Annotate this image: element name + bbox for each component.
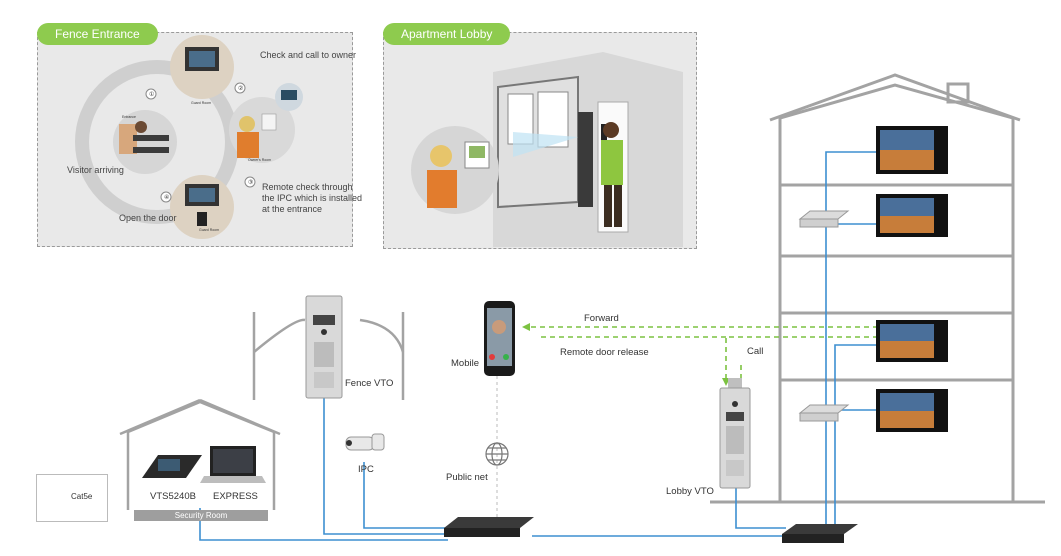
step-visitor-arriving: Visitor arriving bbox=[67, 165, 124, 175]
camera-icon bbox=[345, 433, 385, 451]
cat5e-cables bbox=[199, 151, 876, 541]
apartment-building bbox=[710, 73, 1045, 504]
lobby-vto-label: Lobby VTO bbox=[666, 486, 714, 497]
mini-label-guard-room-bottom: Guard Room bbox=[199, 228, 220, 232]
floor-switch-icons bbox=[798, 210, 850, 422]
fence-vto-label: Fence VTO bbox=[345, 378, 394, 389]
public-net-label: Public net bbox=[446, 472, 488, 483]
small-monitor-scene bbox=[275, 83, 303, 111]
forward-label: Forward bbox=[584, 313, 619, 324]
owner-scene bbox=[229, 97, 295, 163]
security-room-outline bbox=[119, 398, 281, 510]
guard-room-bottom bbox=[170, 175, 234, 239]
monitor-icon bbox=[876, 126, 948, 432]
step-number-2: ② bbox=[238, 86, 244, 92]
remote-release-label: Remote door release bbox=[560, 347, 649, 358]
legend: Cat5e bbox=[36, 474, 108, 522]
fence-entrance-illustration bbox=[75, 35, 303, 239]
express-label: EXPRESS bbox=[213, 491, 258, 502]
fence-entrance-tag: Fence Entrance bbox=[37, 23, 158, 45]
apartment-lobby-illustration bbox=[411, 52, 683, 247]
legend-label: Cat5e bbox=[71, 492, 93, 501]
guard-room-top bbox=[170, 35, 234, 99]
ipc-label: IPC bbox=[358, 464, 374, 475]
step-open-door: Open the door bbox=[119, 213, 177, 223]
switch-icon bbox=[444, 517, 858, 543]
fence-outline bbox=[252, 312, 405, 400]
step-check-call: Check and call to owner bbox=[260, 50, 357, 60]
visitor-scene bbox=[113, 110, 177, 174]
step-number-3: ③ bbox=[248, 180, 254, 186]
call-label: Call bbox=[747, 346, 764, 357]
mobile-label: Mobile bbox=[451, 358, 479, 369]
door-station-icon bbox=[305, 295, 343, 399]
globe-icon bbox=[485, 442, 509, 466]
security-room-label: Security Room bbox=[134, 510, 268, 521]
mini-label-entrance: Entrance bbox=[122, 115, 137, 119]
step-number-1: ① bbox=[149, 92, 155, 98]
phone-icon bbox=[484, 301, 515, 376]
vts-label: VTS5240B bbox=[150, 491, 196, 502]
signal-arrows bbox=[530, 326, 878, 385]
vts-device-icon bbox=[142, 455, 202, 478]
mini-label-owner-room: Owner's Room bbox=[248, 158, 272, 162]
step-number-4: ④ bbox=[164, 195, 170, 201]
step-remote-check: Remote check through the IPC which is in… bbox=[262, 182, 363, 214]
lobby-door-station-icon bbox=[719, 378, 751, 489]
laptop-icon bbox=[200, 446, 266, 483]
mini-label-guard-room-top: Guard Room bbox=[191, 101, 212, 105]
apartment-lobby-tag: Apartment Lobby bbox=[383, 23, 511, 45]
